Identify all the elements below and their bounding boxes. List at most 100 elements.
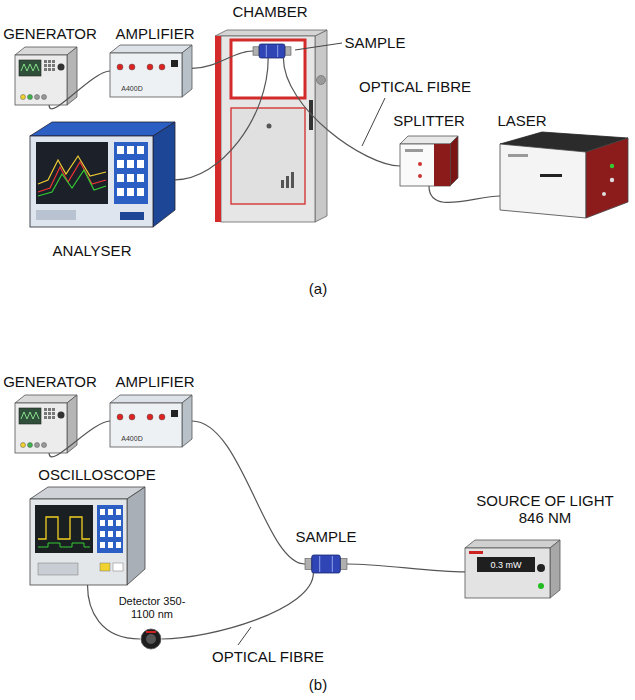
spectrum-analyser-part	[137, 188, 144, 196]
oscilloscope-part	[38, 563, 78, 575]
spectrum-analyser-part	[127, 146, 134, 154]
amplifier-part	[110, 45, 192, 53]
signal-generator-part	[44, 412, 47, 415]
signal-generator-part	[35, 95, 40, 100]
photodetector-part	[146, 631, 156, 633]
signal-generator: GENERATOR	[15, 395, 77, 453]
oscilloscope: OSCILLOSCOPE	[30, 487, 145, 585]
signal-generator-illustration	[15, 395, 77, 453]
signal-generator-part	[15, 395, 77, 403]
oscilloscope-illustration	[30, 487, 145, 585]
device-label: LASER	[497, 112, 546, 129]
signal-generator-part	[44, 64, 47, 67]
device-label: GENERATOR	[3, 25, 97, 42]
device-label: AMPLIFIER	[115, 25, 194, 42]
laser-source-part	[610, 164, 614, 168]
signal-generator-part	[52, 60, 55, 63]
signal-generator-part	[19, 408, 41, 424]
climate-chamber-part	[309, 100, 313, 130]
signal-generator-part	[58, 412, 65, 419]
device-label: AMPLIFIER	[115, 373, 194, 390]
photodetector: Detector 350-1100 nm	[140, 628, 162, 650]
signal-generator-part	[19, 60, 41, 76]
optical-splitter-part	[400, 136, 458, 144]
sample-holder-part	[305, 559, 312, 570]
spectrum-analyser-part	[137, 174, 144, 182]
spectrum-analyser-part	[137, 146, 144, 154]
fibre-label: OPTICAL FIBRE	[212, 648, 324, 665]
sample-holder-part	[340, 559, 347, 570]
optical-splitter-part	[400, 144, 450, 186]
amplifier-part	[110, 53, 182, 97]
spectrum-analyser: ANALYSER	[30, 122, 175, 227]
signal-generator-part	[67, 47, 77, 105]
optical-splitter-part	[405, 149, 423, 152]
amplifier-part	[182, 395, 192, 447]
device-label: GENERATOR	[3, 373, 97, 390]
amplifier-part	[117, 64, 123, 70]
spectrum-analyser-part	[30, 122, 175, 136]
signal-generator-part	[67, 395, 77, 453]
oscilloscope-part	[30, 487, 145, 499]
laser-source-part	[610, 178, 614, 182]
amplifier-part	[147, 64, 153, 70]
amplifier-part	[159, 414, 165, 420]
oscilloscope-part	[30, 499, 127, 585]
fibre-label: OPTICAL FIBRE	[359, 78, 471, 95]
laser-source-part	[508, 154, 528, 157]
photodetector-part	[141, 629, 161, 649]
oscilloscope-part	[100, 563, 110, 571]
spectrum-analyser-part	[153, 122, 175, 227]
amplifier-part	[147, 414, 153, 420]
oscilloscope-part	[100, 520, 105, 526]
photodetector-part	[146, 634, 156, 644]
spectrum-analyser-part	[117, 188, 124, 196]
light-source-part	[550, 540, 560, 598]
spectrum-analyser-part	[127, 160, 134, 168]
sample-holder-part	[319, 556, 320, 572]
signal-generator-part	[52, 412, 55, 415]
signal-generator-part	[21, 443, 26, 448]
laser-source-part	[602, 192, 606, 196]
oscilloscope-part	[100, 509, 105, 515]
oscilloscope-part	[38, 517, 90, 539]
leader-line	[362, 98, 385, 146]
spectrum-analyser-part	[137, 160, 144, 168]
spectrum-analyser-part	[38, 156, 106, 184]
signal-generator-part	[44, 408, 47, 411]
oscilloscope-part	[35, 505, 93, 553]
device-label: SAMPLE	[296, 528, 357, 545]
sample-holder-illustration	[305, 555, 347, 573]
spectrum-analyser-part	[36, 142, 108, 204]
sample-holder-part	[312, 555, 341, 573]
amplifier-part	[129, 414, 135, 420]
signal-generator-part	[48, 64, 51, 67]
sample-holder-part	[266, 45, 267, 57]
optical-splitter-part	[450, 136, 458, 186]
light-source-part	[465, 540, 560, 548]
spectrum-analyser-part	[114, 142, 148, 204]
cable	[192, 421, 305, 564]
optical-splitter-part	[434, 144, 450, 186]
signal-generator-part	[48, 408, 51, 411]
spectrum-analyser-part	[117, 146, 124, 154]
cable	[429, 186, 500, 203]
sample-holder-part	[277, 45, 278, 57]
signal-generator-part	[48, 416, 51, 419]
signal-generator-part	[44, 416, 47, 419]
climate-chamber-part	[317, 76, 326, 85]
signal-generator-part	[48, 60, 51, 63]
light-source-part	[538, 583, 544, 589]
amplifier-part	[117, 414, 123, 420]
amplifier-part	[171, 410, 178, 417]
signal-generator-part	[35, 443, 40, 448]
sample-holder-part	[259, 44, 285, 58]
signal-generator-part	[52, 416, 55, 419]
climate-chamber-part	[221, 36, 315, 222]
oscilloscope-part	[38, 543, 90, 547]
model-number: A400D	[121, 435, 142, 443]
light-source-part	[465, 548, 550, 598]
laser-source-illustration	[500, 130, 628, 218]
oscilloscope-part	[116, 509, 121, 515]
